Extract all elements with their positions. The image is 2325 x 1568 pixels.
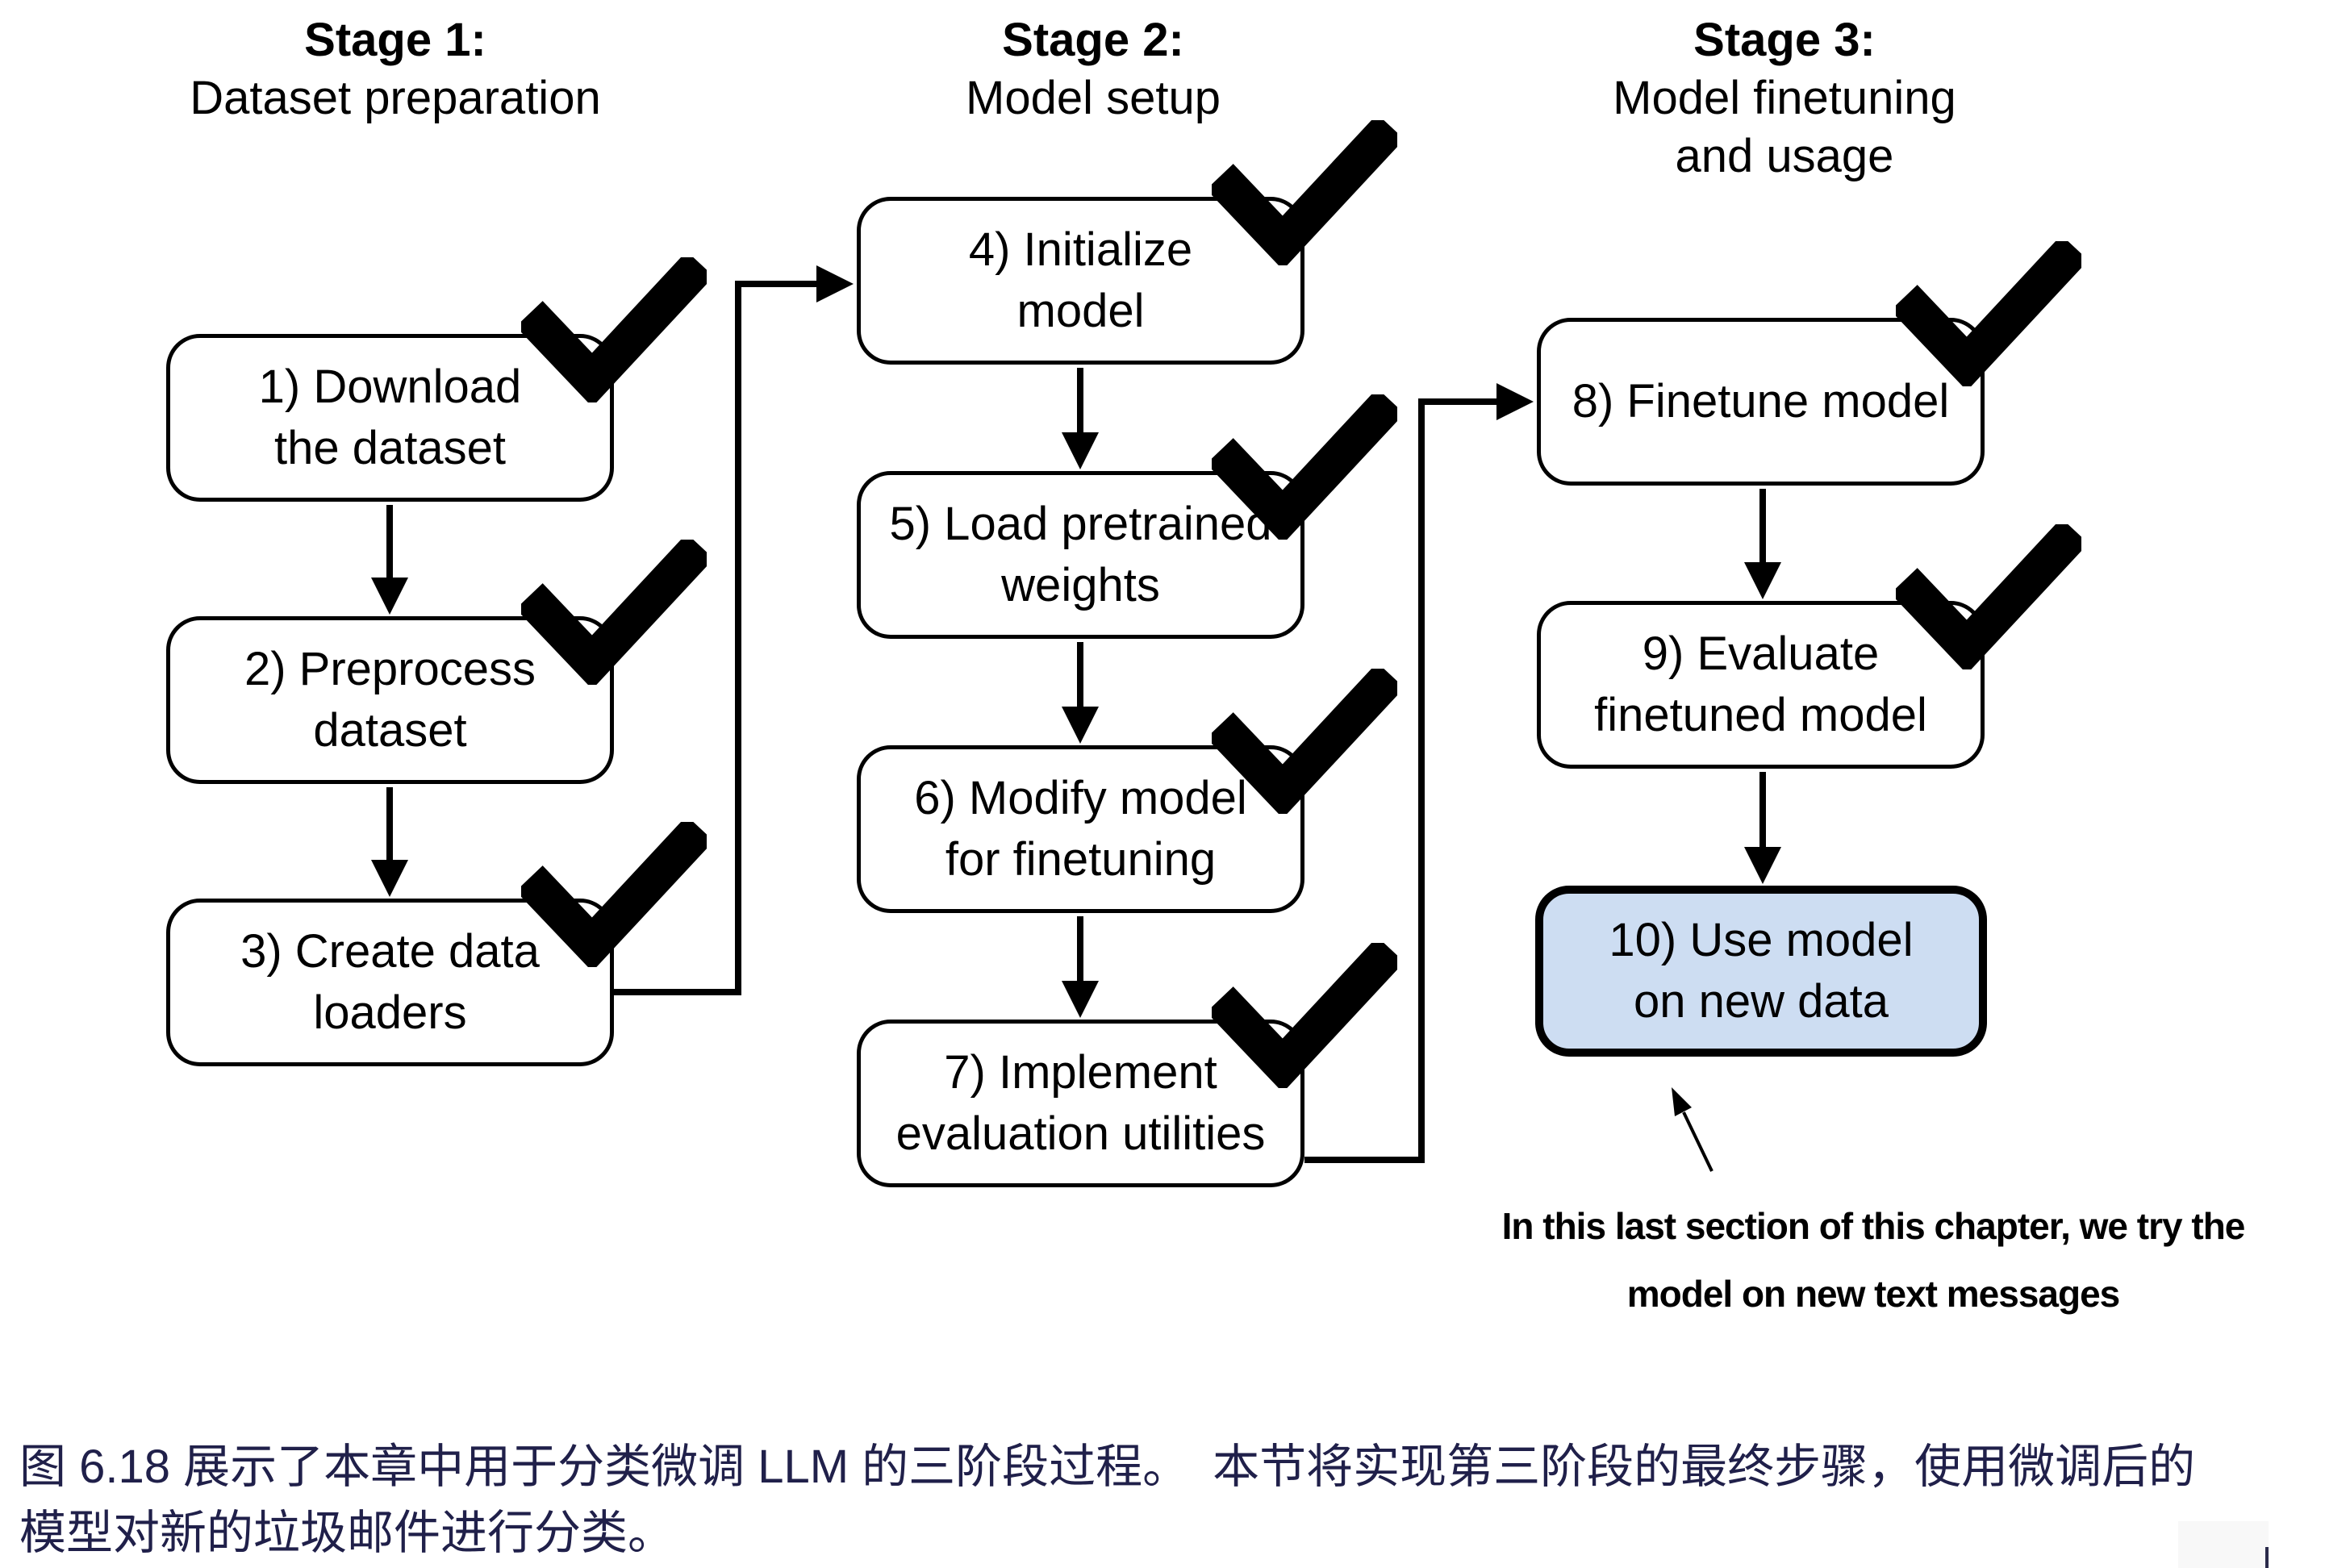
arrow-box4-to-box5 (1062, 368, 1099, 469)
step-box-7-implement-evaluation-utilities: 7) Implement evaluation utilities (857, 1020, 1304, 1187)
stage-2-subtitle: Model setup (966, 72, 1221, 124)
step-label-line: 4) Initialize (968, 223, 1193, 276)
checkmark-icon (1896, 241, 2081, 386)
checkmark-icon (1212, 669, 1397, 814)
step-label-line: 7) Implement (944, 1046, 1217, 1099)
step-label-line: 1) Download (258, 361, 522, 413)
caption-line-2: 模型对新的垃圾邮件进行分类。 (19, 1507, 675, 1559)
step-label-line: model (1016, 285, 1145, 337)
stage-3-title: Stage 3: (1693, 14, 1876, 66)
step-box-5-load-pretrained-weights: 5) Load pretrained weights (857, 471, 1304, 639)
step-label-line: 5) Load pretrained (889, 498, 1272, 550)
step-label-line: finetuned model (1594, 689, 1927, 741)
step-label-line: 9) Evaluate (1642, 628, 1880, 680)
step-label-line: weights (1001, 559, 1160, 611)
stage-3-subtitle-line2: and usage (1675, 130, 1894, 182)
step-box-1-download-dataset: 1) Download the dataset (166, 334, 614, 502)
arrow-box5-to-box6 (1062, 642, 1099, 744)
step-label-line: 2) Preprocess (244, 643, 536, 695)
stage-2-title: Stage 2: (1002, 14, 1184, 66)
checkmark-icon (521, 540, 707, 685)
background-patch (2178, 1521, 2269, 1568)
checkmark-icon (1212, 120, 1397, 265)
step-box-2-preprocess-dataset: 2) Preprocess dataset (166, 616, 614, 784)
step-box-10-use-model-on-new-data: 10) Use model on new data (1535, 886, 1987, 1057)
stage-3-subtitle: Model finetuning (1613, 72, 1956, 124)
step-box-8-finetune-model: 8) Finetune model (1537, 318, 1985, 486)
connector-box3-to-box4 (614, 265, 854, 995)
stage-2-header: Stage 2: Model setup (811, 11, 1375, 127)
checkmark-icon (1212, 943, 1397, 1088)
step-label-line: the dataset (274, 422, 506, 474)
checkmark-icon (521, 257, 707, 402)
arrow-box9-to-box10 (1744, 772, 1781, 884)
checkmark-icon (521, 822, 707, 967)
step-label-line: loaders (313, 986, 467, 1039)
step-label-line: 6) Modify model (914, 772, 1247, 824)
step-box-6-modify-model: 6) Modify model for finetuning (857, 745, 1304, 913)
arrow-box6-to-box7 (1062, 916, 1099, 1018)
text-cursor-artifact (2265, 1547, 2269, 1568)
stage-1-header: Stage 1: Dataset preparation (113, 11, 678, 127)
step-label-line: evaluation utilities (895, 1107, 1266, 1160)
caption-line-1: 图 6.18 展示了本章中用于分类微调 LLM 的三阶段过程。 本节将实现第三阶… (19, 1441, 2196, 1493)
stage-1-title: Stage 1: (304, 14, 486, 66)
step-box-9-evaluate-finetuned-model: 9) Evaluate finetuned model (1537, 601, 1985, 769)
checkmark-icon (1896, 524, 2081, 669)
arrow-box8-to-box9 (1744, 489, 1781, 599)
annotation-text: In this last section of this chapter, we… (1389, 1192, 2325, 1328)
stage-1-subtitle: Dataset preparation (190, 72, 601, 124)
annotation-arrow (1672, 1087, 1713, 1172)
checkmark-icon (1212, 394, 1397, 540)
figure-caption: 图 6.18 展示了本章中用于分类微调 LLM 的三阶段过程。 本节将实现第三阶… (19, 1434, 2319, 1566)
step-box-3-create-data-loaders: 3) Create data loaders (166, 899, 614, 1066)
step-label-line: 8) Finetune model (1572, 375, 1950, 427)
step-label-line: dataset (313, 704, 467, 757)
stage-3-header: Stage 3: Model finetuning and usage (1502, 11, 2067, 186)
step-label-line: 10) Use model (1609, 914, 1914, 966)
step-box-4-initialize-model: 4) Initialize model (857, 197, 1304, 365)
arrow-box2-to-box3 (371, 787, 408, 897)
arrow-box1-to-box2 (371, 505, 408, 615)
connector-box7-to-box8 (1304, 383, 1534, 1163)
step-label-line: on new data (1633, 975, 1889, 1028)
step-label-line: 3) Create data (240, 925, 540, 978)
annotation-line-2: model on new text messages (1626, 1273, 2121, 1315)
annotation-line-1: In this last section of this chapter, we… (1501, 1205, 2246, 1247)
step-label-line: for finetuning (945, 833, 1217, 886)
